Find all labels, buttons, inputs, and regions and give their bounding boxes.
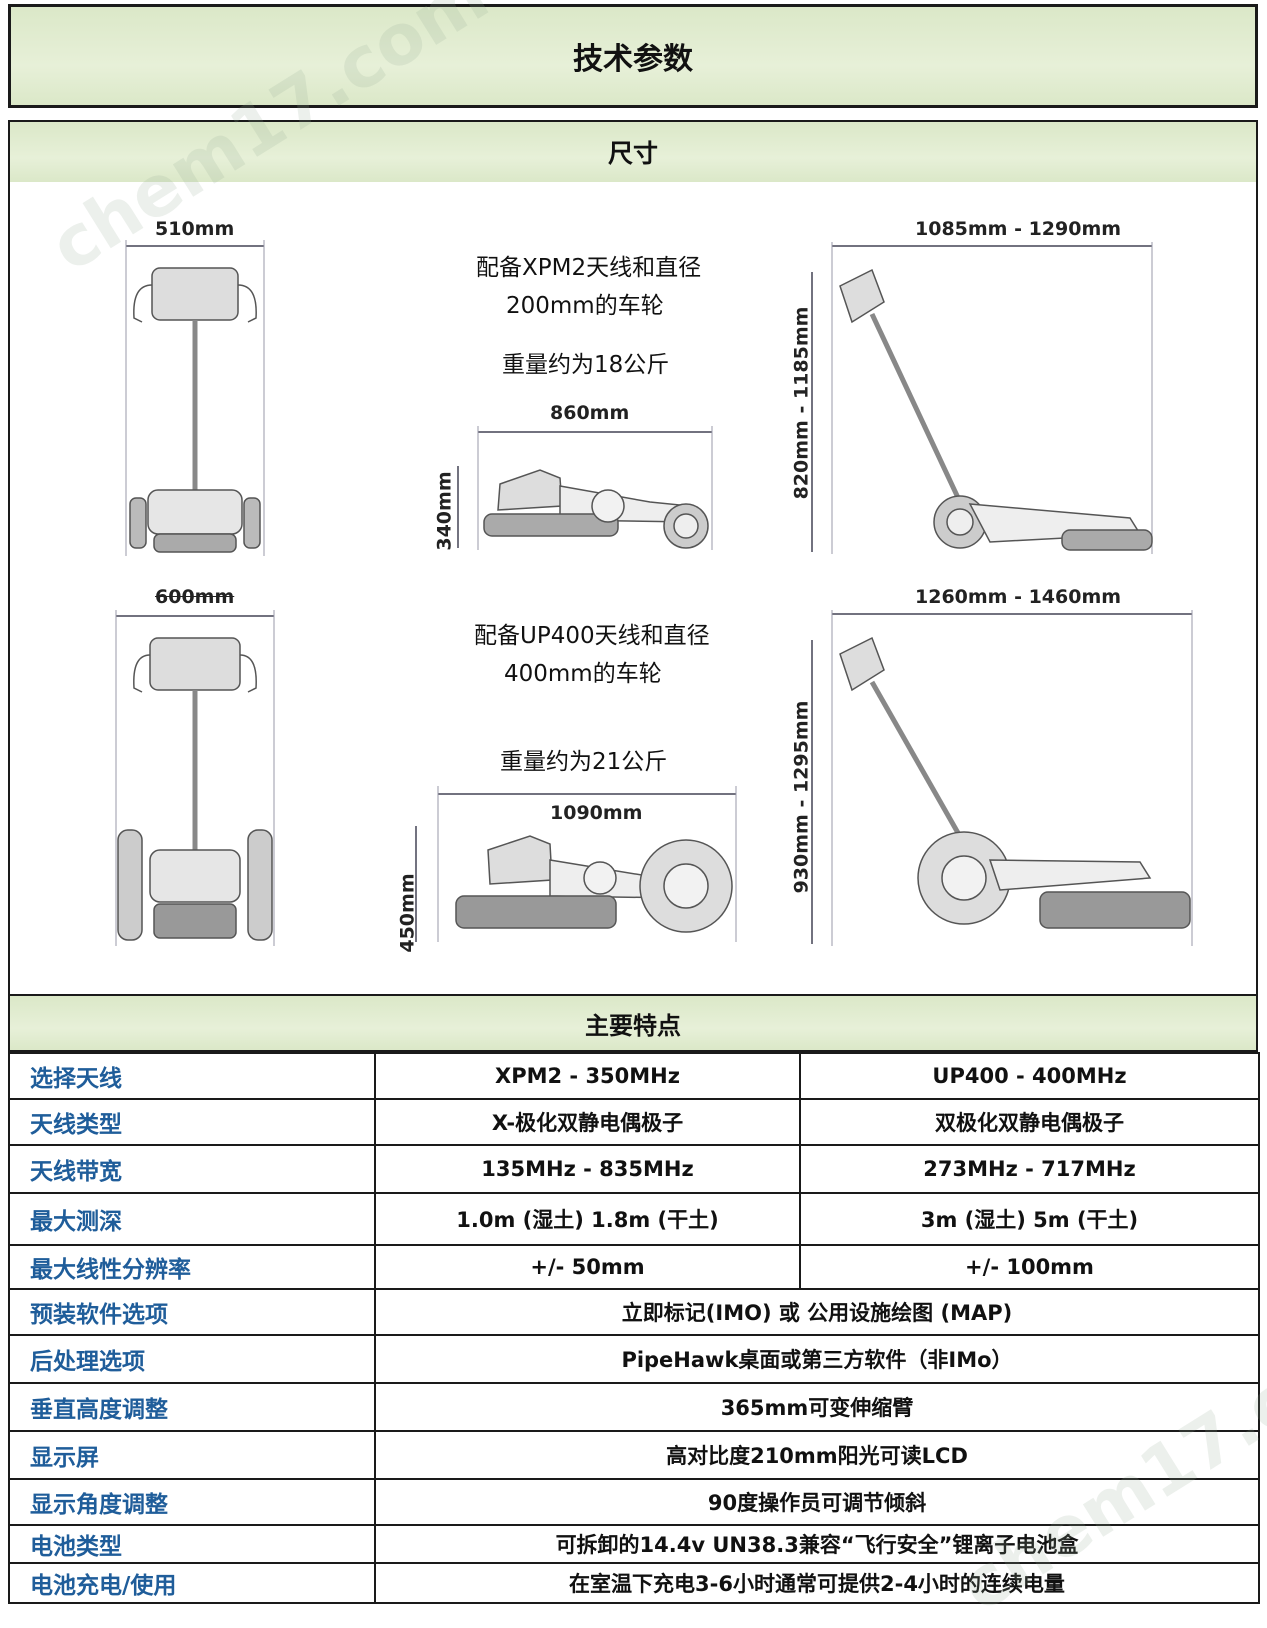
spec-label: 电池充电/使用 — [8, 1562, 376, 1604]
table-row: 最大测深 1.0m (湿土) 1.8m (干土) 3m (湿土) 5m (干土) — [8, 1192, 1260, 1246]
spec-value-up400: 3m (湿土) 5m (干土) — [799, 1192, 1260, 1246]
up400-weight: 重量约为21公斤 — [500, 749, 668, 775]
spec-label: 后处理选项 — [8, 1334, 376, 1384]
features-heading: 主要特点 — [585, 1011, 681, 1040]
spec-label: 显示角度调整 — [8, 1478, 376, 1526]
dimension-drawings: 510mm 配备XPM2天线和直径 200mm的车轮 重量约为18公斤 860m… — [8, 182, 1258, 994]
spec-value-up400: 双极化双静电偶极子 — [799, 1098, 1260, 1146]
up400-front-width-label: 600mm — [155, 586, 235, 608]
table-row: 选择天线 XPM2 - 350MHz UP400 - 400MHz — [8, 1052, 1260, 1100]
xpm2-side-view-drawing — [457, 426, 713, 550]
up400-side-view-drawing — [415, 786, 737, 942]
up400-handle-view-drawing — [811, 610, 1193, 946]
spec-table: 选择天线 XPM2 - 350MHz UP400 - 400MHz 天线类型 X… — [8, 1052, 1260, 1604]
table-row: 天线带宽 135MHz - 835MHz 273MHz - 717MHz — [8, 1144, 1260, 1194]
spec-value-xpm2: 135MHz - 835MHz — [374, 1144, 801, 1194]
up400-side-length-label: 1090mm — [550, 802, 643, 824]
spec-value: 高对比度210mm阳光可读LCD — [374, 1430, 1260, 1480]
spec-value: 在室温下充电3-6小时通常可提供2-4小时的连续电量 — [374, 1562, 1260, 1604]
up400-front-view-drawing — [115, 610, 275, 946]
spec-value: 立即标记(IMO) 或 公用设施绘图 (MAP) — [374, 1288, 1260, 1336]
spec-label: 最大测深 — [8, 1192, 376, 1246]
table-row: 垂直高度调整 365mm可变伸缩臂 — [8, 1382, 1260, 1432]
dimensions-section-header: 尺寸 — [8, 120, 1258, 182]
dimensions-heading: 尺寸 — [607, 139, 658, 168]
xpm2-note-line1: 配备XPM2天线和直径 — [476, 255, 702, 281]
title-banner: 技术参数 — [8, 4, 1258, 108]
xpm2-handle-view-drawing — [811, 242, 1153, 554]
xpm2-handle-length-label: 1085mm - 1290mm — [915, 218, 1122, 240]
xpm2-front-view-drawing — [125, 240, 265, 556]
up400-note-line1: 配备UP400天线和直径 — [474, 623, 710, 649]
spec-value-xpm2: XPM2 - 350MHz — [374, 1052, 801, 1100]
up400-handle-length-label: 1260mm - 1460mm — [915, 586, 1122, 608]
table-row: 显示屏 高对比度210mm阳光可读LCD — [8, 1430, 1260, 1480]
spec-value-xpm2: +/- 50mm — [374, 1244, 801, 1290]
spec-value-xpm2: X-极化双静电偶极子 — [374, 1098, 801, 1146]
spec-value-xpm2: 1.0m (湿土) 1.8m (干土) — [374, 1192, 801, 1246]
spec-label: 显示屏 — [8, 1430, 376, 1480]
spec-value: 可拆卸的14.4v UN38.3兼容“飞行安全”锂离子电池盒 — [374, 1524, 1260, 1564]
spec-label: 垂直高度调整 — [8, 1382, 376, 1432]
spec-value-up400: UP400 - 400MHz — [799, 1052, 1260, 1100]
spec-label: 预装软件选项 — [8, 1288, 376, 1336]
xpm2-weight: 重量约为18公斤 — [502, 352, 670, 378]
xpm2-note-line2: 200mm的车轮 — [506, 293, 664, 319]
spec-label: 天线带宽 — [8, 1144, 376, 1194]
spec-label: 选择天线 — [8, 1052, 376, 1100]
table-row: 天线类型 X-极化双静电偶极子 双极化双静电偶极子 — [8, 1098, 1260, 1146]
spec-label: 天线类型 — [8, 1098, 376, 1146]
table-row: 最大线性分辨率 +/- 50mm +/- 100mm — [8, 1244, 1260, 1290]
spec-value: PipeHawk桌面或第三方软件（非IMo） — [374, 1334, 1260, 1384]
xpm2-side-length-label: 860mm — [550, 402, 630, 424]
spec-value: 90度操作员可调节倾斜 — [374, 1478, 1260, 1526]
spec-value-up400: +/- 100mm — [799, 1244, 1260, 1290]
table-row: 电池充电/使用 在室温下充电3-6小时通常可提供2-4小时的连续电量 — [8, 1562, 1260, 1604]
up400-note-line2: 400mm的车轮 — [504, 661, 662, 687]
page-title: 技术参数 — [573, 42, 693, 77]
table-row: 后处理选项 PipeHawk桌面或第三方软件（非IMo） — [8, 1334, 1260, 1384]
spec-label: 最大线性分辨率 — [8, 1244, 376, 1290]
spec-value: 365mm可变伸缩臂 — [374, 1382, 1260, 1432]
table-row: 显示角度调整 90度操作员可调节倾斜 — [8, 1478, 1260, 1526]
xpm2-front-width-label: 510mm — [155, 218, 235, 240]
table-row: 预装软件选项 立即标记(IMO) 或 公用设施绘图 (MAP) — [8, 1288, 1260, 1336]
spec-label: 电池类型 — [8, 1524, 376, 1564]
features-section-header: 主要特点 — [8, 994, 1258, 1052]
spec-value-up400: 273MHz - 717MHz — [799, 1144, 1260, 1194]
table-row: 电池类型 可拆卸的14.4v UN38.3兼容“飞行安全”锂离子电池盒 — [8, 1524, 1260, 1564]
